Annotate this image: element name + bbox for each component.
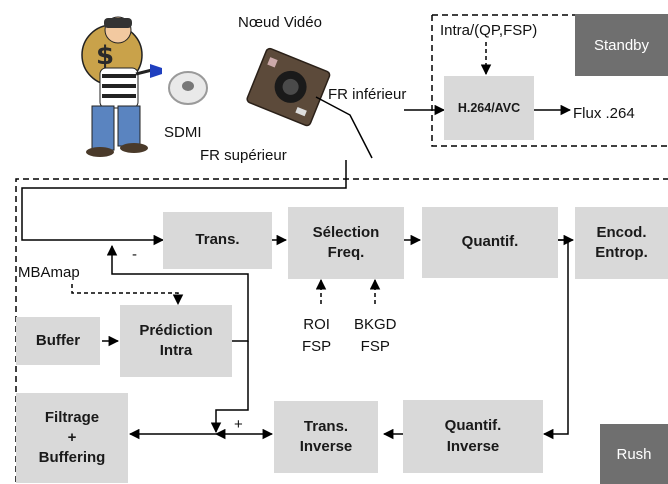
sdmi-label: SDMI [164,124,202,141]
entropy-coder-block: Encod. Entrop. [575,207,668,279]
intra-prediction-block: Prédiction Intra [120,305,232,377]
bkgd-fsp-label: BKGD FSP [354,316,397,355]
camera-board [246,47,331,127]
minus-sign: - [132,246,137,263]
filtering-buffering-block: Filtrage + Buffering [16,393,128,483]
standby-mode-tag: Standby [575,14,668,76]
flux-output-label: Flux .264 [573,105,635,122]
h264-encoder-block: H.264/AVC [444,76,534,140]
thief-illustration: $ [81,16,162,157]
inverse-trans-block: Trans. Inverse [274,401,378,473]
rush-mode-tag: Rush [600,424,668,484]
mbamap-label: MBAmap [18,264,80,281]
fr-upper-label: FR supérieur [200,147,287,164]
frequency-selection-block: Sélection Freq. [288,207,404,279]
trans-block: Trans. [163,212,272,269]
inverse-quantif-block: Quantif. Inverse [403,400,543,473]
quantif-block: Quantif. [422,207,558,278]
fr-lower-label: FR inférieur [328,86,407,103]
svg-text:$: $ [96,41,114,71]
video-node-label: Nœud Vidéo [238,14,322,31]
intra-params-label: Intra/(QP,FSP) [440,22,538,39]
buffer-block: Buffer [16,317,100,365]
plus-sign: + [234,416,243,433]
roi-fsp-label: ROI FSP [302,316,332,355]
sdmi-sensor [168,71,208,105]
